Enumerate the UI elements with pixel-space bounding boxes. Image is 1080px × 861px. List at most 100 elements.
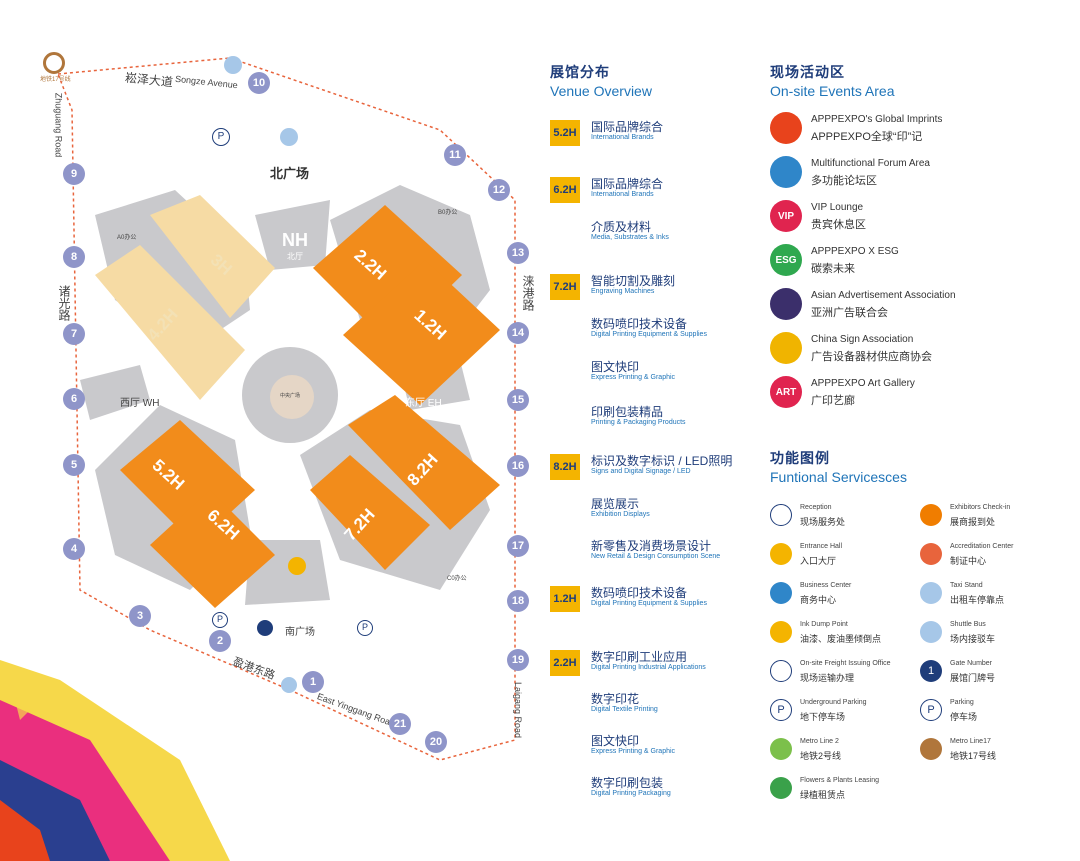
north-plaza-label: 北广场 xyxy=(270,166,310,181)
gate-17[interactable]: 17 xyxy=(507,535,529,557)
parking-icon: P xyxy=(357,620,373,636)
hall-badge[interactable]: 2.2H xyxy=(550,650,580,676)
gate-12[interactable]: 12 xyxy=(488,179,510,201)
hall-nh[interactable]: NH 北厅 xyxy=(282,230,308,262)
metro-17-icon xyxy=(920,738,942,760)
legend-label-cn: 出租车停靠点 xyxy=(950,595,1005,605)
office-b0: B0办公 xyxy=(438,210,458,216)
hall-badge[interactable]: 8.2H xyxy=(550,454,580,480)
legend-label-en: On-site Freight Issuing Office xyxy=(800,660,891,667)
gate-3[interactable]: 3 xyxy=(129,605,151,627)
hall-badge[interactable]: 5.2H xyxy=(550,120,580,146)
freight-icon xyxy=(770,660,792,682)
gate-20[interactable]: 20 xyxy=(425,731,447,753)
office-a0: A0办公 xyxy=(117,235,137,241)
gate-5[interactable]: 5 xyxy=(63,454,85,476)
legend-label-en: Metro Line 2 xyxy=(800,738,839,745)
hall-badge[interactable]: 6.2H xyxy=(550,177,580,203)
south-plaza-label: 南广场 xyxy=(285,627,315,638)
venue-category-cn: 数字印刷工业应用 xyxy=(591,650,688,664)
events-title-en: On-site Events Area xyxy=(770,83,895,99)
gate-18[interactable]: 18 xyxy=(507,590,529,612)
legend-label-en: Ink Dump Point xyxy=(800,621,848,628)
gate-19[interactable]: 19 xyxy=(507,649,529,671)
venue-category-cn: 介质及材料 xyxy=(591,220,652,234)
gate-11[interactable]: 11 xyxy=(444,144,466,166)
venue-category-cn: 国际品牌综合 xyxy=(591,120,664,134)
gate-8[interactable]: 8 xyxy=(63,246,85,268)
hall-wh-label[interactable]: 西厅 WH xyxy=(120,398,160,409)
event-name-cn: 碳索未来 xyxy=(811,263,855,275)
venue-category-cn: 印刷包装精品 xyxy=(591,405,664,419)
event-name-en: China Sign Association xyxy=(811,334,914,345)
venue-category-en: New Retail & Design Consumption Scene xyxy=(591,553,721,560)
event-name-en: Multifunctional Forum Area xyxy=(811,158,930,169)
venue-category-cn: 展览展示 xyxy=(591,497,640,511)
gate-14[interactable]: 14 xyxy=(507,322,529,344)
legend-label-cn: 场内接驳车 xyxy=(950,634,996,644)
venue-map: 地铁17号线 崧泽大道 Songze Avenue Zhuguang Road … xyxy=(0,52,535,861)
gate-21[interactable]: 21 xyxy=(389,713,411,735)
road-east-en: Laigang Road xyxy=(513,681,524,739)
legend-label-en: Entrance Hall xyxy=(800,543,843,550)
legend-label-cn: 地铁17号线 xyxy=(950,751,997,761)
legend-label-cn: 入口大厅 xyxy=(800,556,837,566)
legend-label-cn: 绿植租赁点 xyxy=(800,790,846,800)
event-name-en: APPPEXPO X ESG xyxy=(811,246,899,257)
art-icon: ART xyxy=(770,376,802,408)
legend-label-en: Gate Number xyxy=(950,660,993,667)
parking-icon: P xyxy=(212,612,228,628)
hall-badge[interactable]: 7.2H xyxy=(550,274,580,300)
gate-10[interactable]: 10 xyxy=(248,72,270,94)
venue-category-en: Digital Printing Equipment & Supplies xyxy=(591,331,707,338)
gate-1[interactable]: 1 xyxy=(302,671,324,693)
underground-parking-icon: P xyxy=(770,699,792,721)
gate-7[interactable]: 7 xyxy=(63,323,85,345)
venue-category-cn: 智能切割及雕刻 xyxy=(591,274,676,288)
legend-label-cn: 展商报到处 xyxy=(950,517,996,527)
venue-category-en: Express Printing & Graphic xyxy=(591,374,676,381)
hall-eh-label[interactable]: 东厅 EH xyxy=(405,398,442,409)
gate-6[interactable]: 6 xyxy=(63,388,85,410)
legend-label-en: Shuttle Bus xyxy=(950,621,986,628)
decorative-stripes xyxy=(0,660,230,861)
venue-category-en: Express Printing & Graphic xyxy=(591,748,676,755)
venue-category-cn: 数字印花 xyxy=(591,692,640,706)
gate-16[interactable]: 16 xyxy=(507,455,529,477)
hall-badge[interactable]: 1.2H xyxy=(550,586,580,612)
parking-icon: P xyxy=(920,699,942,721)
venue-category-en: Media, Substrates & Inks xyxy=(591,234,669,241)
gate-9[interactable]: 9 xyxy=(63,163,85,185)
gate-15[interactable]: 15 xyxy=(507,389,529,411)
metro-logo-text: 地铁17号线 xyxy=(40,77,71,83)
gate-2[interactable]: 2 xyxy=(209,630,231,652)
event-row[interactable]: China Sign Association 广告设备器材供应商协会 xyxy=(770,332,1070,372)
asia-ad-icon xyxy=(770,288,802,320)
venue-category-en: Engraving Machines xyxy=(591,288,655,295)
vip-icon: VIP xyxy=(770,200,802,232)
gate-4[interactable]: 4 xyxy=(63,538,85,560)
gate-13[interactable]: 13 xyxy=(507,242,529,264)
event-name-cn: 广告设备器材供应商协会 xyxy=(811,351,932,363)
legend-label-en: Exhibitors Check-in xyxy=(950,504,1011,511)
venue-category-en: Printing & Packaging Products xyxy=(591,419,686,426)
forum-icon xyxy=(770,156,802,188)
legend-label-en: Accreditation Center xyxy=(950,543,1014,550)
